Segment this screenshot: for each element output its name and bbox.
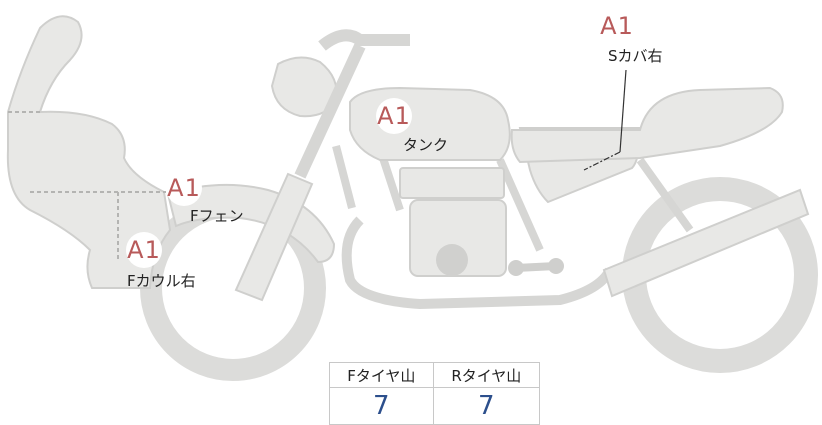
part-label-tank: タンク — [403, 136, 449, 154]
s-cover-leader-line — [619, 69, 627, 153]
front-tire-tread-header: Fタイヤ山 — [329, 362, 434, 388]
tire-tread-header-row: Fタイヤ山 Rタイヤ山 — [329, 362, 541, 388]
front-fork — [234, 172, 314, 302]
cowl-section-line — [8, 111, 166, 262]
grade-badge-s-cover-right: A1 — [599, 8, 635, 44]
frame-rear — [496, 157, 694, 252]
handlebar — [294, 29, 410, 179]
engine-block — [409, 199, 507, 277]
part-label-front-cowl-right: Fカウル右 — [127, 272, 196, 290]
engine-cover — [436, 244, 468, 276]
s-cover-damage-mark — [583, 151, 621, 171]
rear-swingarm — [602, 188, 810, 298]
tire-tread-table: Fタイヤ山 Rタイヤ山 7 7 — [329, 362, 541, 425]
footpeg-end-front — [508, 260, 524, 276]
grade-badge-tank: A1 — [376, 98, 412, 134]
grade-badge-front-fender: A1 — [166, 170, 202, 206]
front-cowl — [6, 15, 172, 289]
frame-lower — [341, 216, 615, 310]
footpeg-end-rear — [548, 258, 564, 274]
tire-tread-value-row: 7 7 — [329, 387, 541, 425]
seat — [510, 86, 784, 164]
rear-tire-tread-header: Rタイヤ山 — [432, 362, 541, 388]
part-label-s-cover-right: Sカバ右 — [608, 47, 663, 65]
front-tire-tread-value: 7 — [329, 387, 434, 425]
part-label-front-fender: Fフェン — [190, 207, 244, 225]
grade-badge-front-cowl-right: A1 — [126, 232, 162, 268]
engine-head — [399, 167, 505, 199]
rear-tire-tread-value: 7 — [432, 387, 541, 425]
